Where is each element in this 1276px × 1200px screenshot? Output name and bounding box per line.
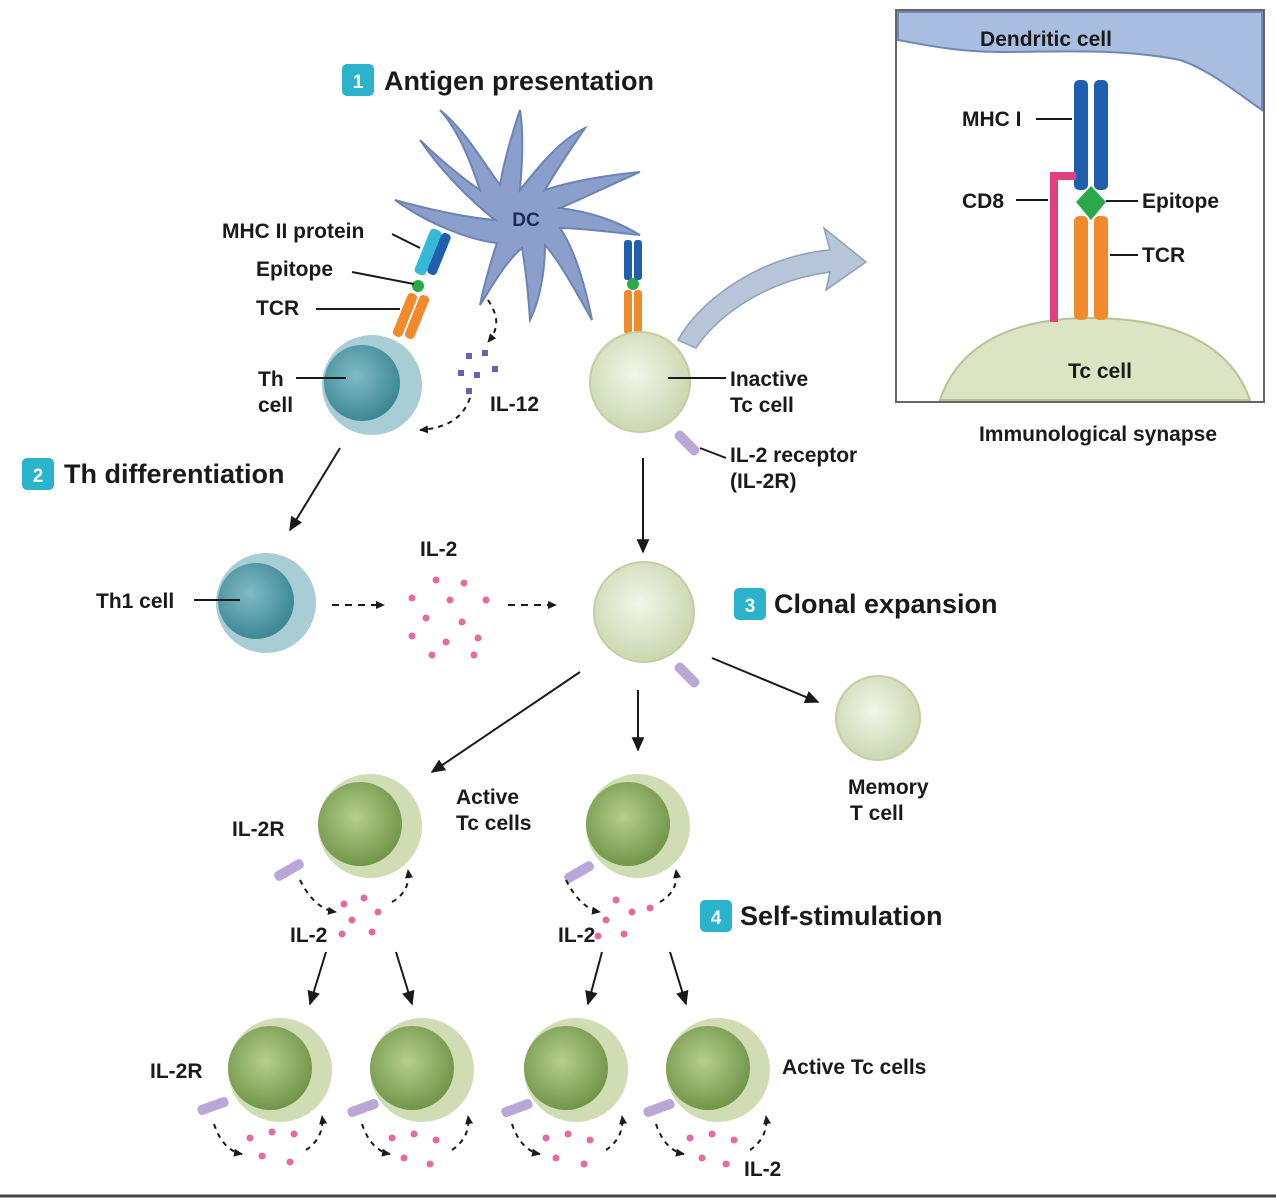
inset-tcr-b bbox=[1094, 216, 1108, 320]
arrow-bottom-3 bbox=[585, 951, 603, 1006]
arrow-th-to-th1 bbox=[289, 447, 341, 532]
il2-molecules-top bbox=[408, 576, 490, 659]
inset-tc-label: Tc cell bbox=[1068, 360, 1132, 383]
inset-epitope bbox=[1076, 186, 1106, 220]
il2r-short-label-bottom: IL-2R bbox=[150, 1060, 203, 1083]
active-tc-cell-middle bbox=[564, 774, 690, 883]
inset-caption: Immunological synapse bbox=[979, 423, 1217, 446]
epitope-pointer bbox=[351, 271, 415, 285]
active-label-1: Active bbox=[456, 786, 519, 809]
inset-tcr-a bbox=[1074, 216, 1088, 320]
inset-mhc1-label: MHC I bbox=[962, 108, 1022, 131]
active-tc-cell-left bbox=[274, 774, 422, 881]
arrow-bottom-2 bbox=[395, 951, 415, 1006]
arrow-bottom-1 bbox=[307, 951, 327, 1006]
step-1-title: Antigen presentation bbox=[384, 66, 654, 96]
inset-tcr-label: TCR bbox=[1142, 244, 1185, 267]
memory-t-cell bbox=[835, 675, 921, 761]
inset-tc-cell bbox=[938, 316, 1252, 401]
inset-cd8 bbox=[1050, 172, 1076, 322]
il2r-pointer bbox=[699, 447, 727, 459]
step-3-badge bbox=[734, 588, 766, 620]
il2-label-top: IL-2 bbox=[420, 538, 457, 561]
self-arrows-bottom bbox=[213, 1115, 772, 1157]
il2r-short-label-middle: IL-2R bbox=[232, 818, 285, 841]
inset-mhc1-a bbox=[1074, 80, 1088, 190]
step-4-badge bbox=[700, 900, 732, 932]
memory-label-2: T cell bbox=[850, 802, 904, 825]
inactive-tc-cell bbox=[589, 331, 700, 456]
il2-molecules-middle bbox=[594, 896, 654, 940]
self-arrow-middle-b bbox=[659, 869, 682, 903]
il2-label-middle: IL-2 bbox=[558, 924, 595, 947]
inset-dendritic-cell bbox=[897, 11, 1263, 112]
step-2-badge bbox=[22, 458, 54, 490]
il2-label-left: IL-2 bbox=[290, 924, 327, 947]
synapse-inset: Dendritic cell Tc cell MHC I CD8 Epitope… bbox=[895, 9, 1265, 403]
inset-cd8-label: CD8 bbox=[962, 190, 1004, 213]
inactive-label-2: Tc cell bbox=[730, 394, 794, 417]
step-1-header: 1 Antigen presentation bbox=[342, 64, 654, 96]
step-3-header: 3 Clonal expansion bbox=[734, 588, 998, 620]
clonal-tc-cell bbox=[593, 561, 700, 688]
mhc2-pointer bbox=[391, 233, 421, 249]
self-arrow-middle-a bbox=[565, 879, 601, 915]
step-3-title: Clonal expansion bbox=[774, 589, 998, 619]
step-4-header: 4 Self-stimulation bbox=[700, 900, 943, 932]
active-bottom-label: Active Tc cells bbox=[782, 1056, 926, 1079]
bottom-tc-cell-1 bbox=[197, 1018, 332, 1122]
bottom-tc-cell-2 bbox=[347, 1018, 474, 1122]
dendritic-cell: DC bbox=[394, 109, 641, 324]
inset-dendritic-label: Dendritic cell bbox=[980, 28, 1112, 51]
bottom-tc-cell-3 bbox=[501, 1018, 628, 1122]
bottom-tc-cell-4 bbox=[643, 1018, 770, 1122]
th1-cell bbox=[216, 553, 316, 653]
arrow-clonal-to-memory bbox=[711, 657, 820, 704]
il2r-label-2: (IL-2R) bbox=[730, 470, 797, 493]
step-1-number: 1 bbox=[353, 72, 364, 93]
inset-mhc1-b bbox=[1094, 80, 1108, 190]
il2-molecules-left bbox=[338, 894, 382, 938]
il12-molecules bbox=[458, 350, 498, 394]
step-3-number: 3 bbox=[745, 596, 756, 617]
inset-epitope-label: Epitope bbox=[1142, 190, 1219, 213]
mhc2-tcr-complex bbox=[392, 228, 451, 339]
step-1-badge bbox=[342, 64, 374, 96]
zoom-arrow bbox=[676, 225, 868, 349]
step-4-title: Self-stimulation bbox=[740, 901, 943, 931]
memory-label-1: Memory bbox=[848, 776, 929, 799]
th1-label: Th1 cell bbox=[96, 590, 174, 613]
il12-arrow-up bbox=[487, 299, 498, 343]
mhc1-tcr-complex bbox=[624, 240, 642, 334]
arrow-bottom-4 bbox=[669, 951, 689, 1006]
tcr-label: TCR bbox=[256, 297, 299, 320]
step-2-header: 2 Th differentiation bbox=[22, 458, 284, 490]
dc-label: DC bbox=[512, 210, 540, 231]
il2-molecules-bottom bbox=[246, 1128, 738, 1168]
step-4-number: 4 bbox=[711, 908, 722, 929]
self-arrow-left-a bbox=[299, 879, 337, 915]
th-label-1: Th bbox=[258, 368, 284, 391]
il2r-label-1: IL-2 receptor bbox=[730, 444, 857, 467]
il12-arrow-down bbox=[419, 397, 471, 434]
self-arrow-left-b bbox=[391, 869, 414, 903]
mhc2-label: MHC II protein bbox=[222, 220, 364, 243]
il2-label-bottom: IL-2 bbox=[744, 1158, 781, 1181]
step-2-number: 2 bbox=[33, 466, 44, 487]
arrow-clonal-to-left bbox=[430, 671, 581, 773]
epitope-label: Epitope bbox=[256, 258, 333, 281]
active-label-2: Tc cells bbox=[456, 812, 532, 835]
inactive-label-1: Inactive bbox=[730, 368, 808, 391]
th-cell bbox=[322, 335, 422, 435]
th-label-2: cell bbox=[258, 394, 293, 417]
il12-label: IL-12 bbox=[490, 393, 539, 416]
step-2-title: Th differentiation bbox=[64, 459, 284, 489]
